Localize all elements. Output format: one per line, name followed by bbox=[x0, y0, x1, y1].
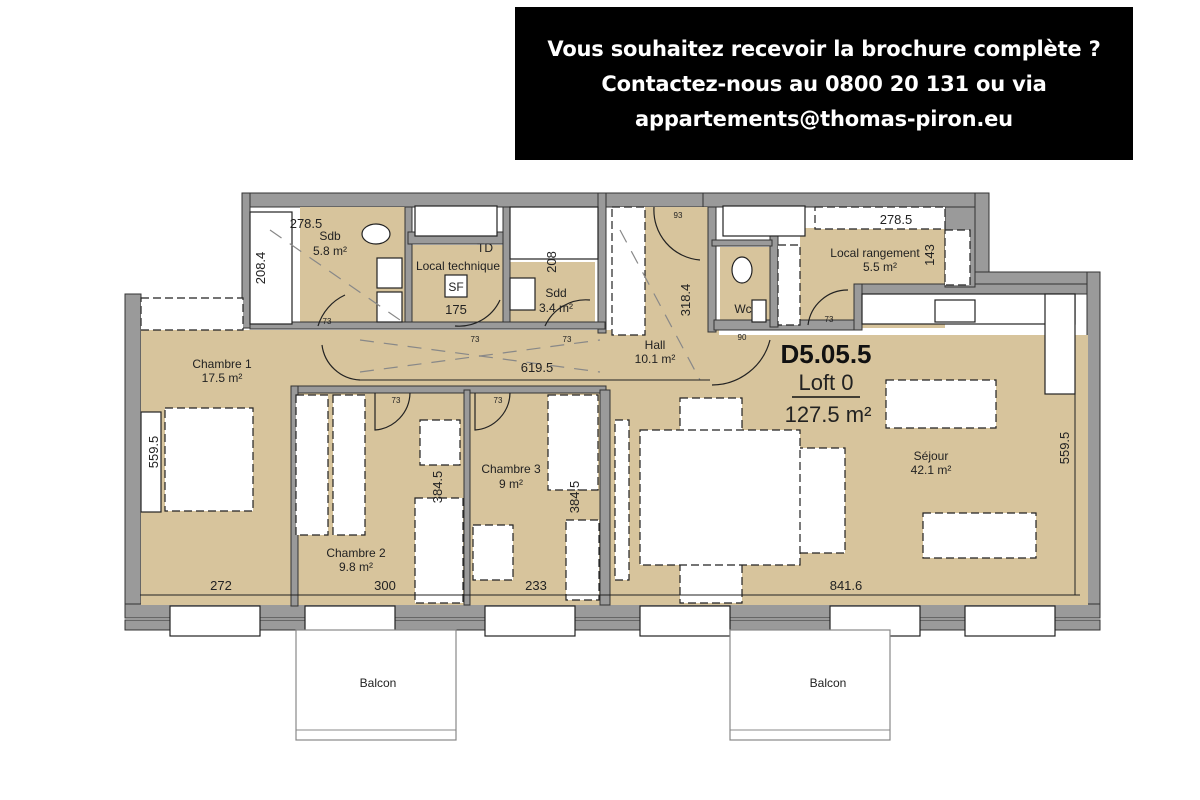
door-rangement: 73 bbox=[825, 315, 834, 324]
tag-td: TD bbox=[477, 241, 493, 255]
furniture bbox=[140, 379, 1037, 604]
dim-chambre1-height: 559.5 bbox=[146, 436, 161, 469]
dim-chambre3-height: 384.5 bbox=[567, 481, 582, 514]
dim-sdb-width: 278.5 bbox=[290, 216, 323, 231]
door-chambre3: 73 bbox=[494, 396, 503, 405]
door-chambre2: 73 bbox=[392, 396, 401, 405]
door-local: 73 bbox=[471, 335, 480, 344]
windows bbox=[169, 205, 1056, 637]
label-balcon-left: Balcon bbox=[360, 676, 397, 690]
wc-toilet-icon bbox=[731, 256, 753, 284]
dimension-lines bbox=[140, 300, 1080, 596]
label-chambre3: Chambre 3 bbox=[481, 462, 541, 476]
area-local-rangement: 5.5 m² bbox=[863, 260, 897, 274]
label-hall: Hall bbox=[645, 338, 666, 352]
unit-info: D5.05.5 Loft 0 127.5 m² bbox=[780, 339, 871, 427]
dim-rangement-width: 278.5 bbox=[880, 212, 913, 227]
area-chambre1: 17.5 m² bbox=[202, 371, 243, 385]
label-sejour: Séjour bbox=[914, 449, 949, 463]
dim-sdd-height: 208 bbox=[544, 251, 559, 273]
door-sdd: 73 bbox=[563, 335, 572, 344]
dim-hall-height: 318.4 bbox=[678, 284, 693, 317]
dim-hall-corridor: 619.5 bbox=[521, 360, 554, 375]
label-local-rangement: Local rangement bbox=[830, 246, 920, 260]
dim-chambre1-width: 272 bbox=[210, 578, 232, 593]
fixtures bbox=[361, 223, 976, 323]
dim-wc-door: 90 bbox=[738, 333, 747, 342]
unit-code: D5.05.5 bbox=[780, 339, 871, 369]
label-local-technique: Local technique bbox=[416, 259, 500, 273]
tag-sf: SF bbox=[448, 280, 463, 294]
area-hall: 10.1 m² bbox=[635, 352, 676, 366]
closets bbox=[140, 206, 1076, 601]
unit-area: 127.5 m² bbox=[785, 402, 872, 427]
banner-line-brochure: Vous souhaitez recevoir la brochure comp… bbox=[547, 37, 1101, 61]
area-chambre3: 9 m² bbox=[499, 477, 523, 491]
dim-rangement-height: 143 bbox=[922, 244, 937, 266]
unit-type: Loft 0 bbox=[798, 370, 853, 395]
dim-chambre2-height: 384.5 bbox=[430, 471, 445, 504]
area-chambre2: 9.8 m² bbox=[339, 560, 373, 574]
toilet-icon bbox=[361, 223, 391, 245]
balconies bbox=[295, 629, 891, 741]
door-sdb: 73 bbox=[323, 317, 332, 326]
label-wc: Wc bbox=[734, 302, 751, 316]
dimension-labels: 278.5 208.4 175 208 318.4 619.5 278.5 14… bbox=[146, 211, 1072, 593]
dim-local-technique: 175 bbox=[445, 302, 467, 317]
label-balcon-right: Balcon bbox=[810, 676, 847, 690]
area-sdd: 3.4 m² bbox=[539, 301, 573, 315]
banner-line-phone: Contactez-nous au 0800 20 131 ou via bbox=[601, 72, 1047, 96]
area-sdb: 5.8 m² bbox=[313, 244, 347, 258]
banner-line-email[interactable]: appartements@thomas-piron.eu bbox=[635, 107, 1013, 131]
label-sdb: Sdb bbox=[319, 229, 341, 243]
dim-chambre2-width: 300 bbox=[374, 578, 396, 593]
label-sdd: Sdd bbox=[545, 286, 566, 300]
area-sejour: 42.1 m² bbox=[911, 463, 952, 477]
door-hall: 93 bbox=[674, 211, 683, 220]
dim-sejour-height: 559.5 bbox=[1057, 432, 1072, 465]
label-chambre2: Chambre 2 bbox=[326, 546, 386, 560]
label-chambre1: Chambre 1 bbox=[192, 357, 252, 371]
dim-sdb-height: 208.4 bbox=[253, 252, 268, 285]
circulation-lines bbox=[269, 229, 701, 381]
contact-banner: Vous souhaitez recevoir la brochure comp… bbox=[515, 7, 1133, 160]
room-labels: Sdb 5.8 m² Local technique TD SF Sdd 3.4… bbox=[192, 229, 951, 690]
dim-chambre3-width: 233 bbox=[525, 578, 547, 593]
doors bbox=[317, 206, 849, 431]
dim-sejour-width: 841.6 bbox=[830, 578, 863, 593]
